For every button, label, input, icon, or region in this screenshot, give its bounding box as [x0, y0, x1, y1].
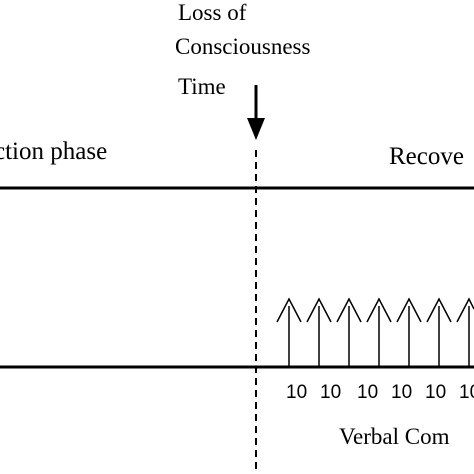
verbal-value-3: 10: [357, 382, 379, 403]
verbal-arrow-icon: [426, 297, 452, 366]
verbal-value-2: 10: [320, 382, 342, 403]
verbal-arrow-icon: [336, 297, 362, 366]
recovery-phase-label: Recove: [389, 143, 464, 170]
loss-of-consciousness-label-line3: Time: [178, 74, 226, 99]
loss-of-consciousness-label-line1: Loss of: [178, 0, 247, 25]
verbal-value-5: 10: [425, 382, 447, 403]
verbal-value-6: 10: [459, 382, 474, 403]
verbal-command-label: Verbal Com: [339, 424, 450, 449]
verbal-arrow-icon: [306, 297, 332, 366]
loc-arrow-icon: [247, 85, 265, 140]
loss-of-consciousness-label-line2: Consciousness: [175, 34, 311, 59]
verbal-arrow-icon: [276, 297, 302, 366]
verbal-arrow-icon: [366, 297, 392, 366]
verbal-value-4: 10: [391, 382, 413, 403]
verbal-value-1: 10: [286, 382, 308, 403]
induction-phase-label: ction phase: [0, 138, 108, 165]
verbal-arrow-icon: [396, 297, 422, 366]
verbal-arrow-icon: [456, 297, 474, 366]
